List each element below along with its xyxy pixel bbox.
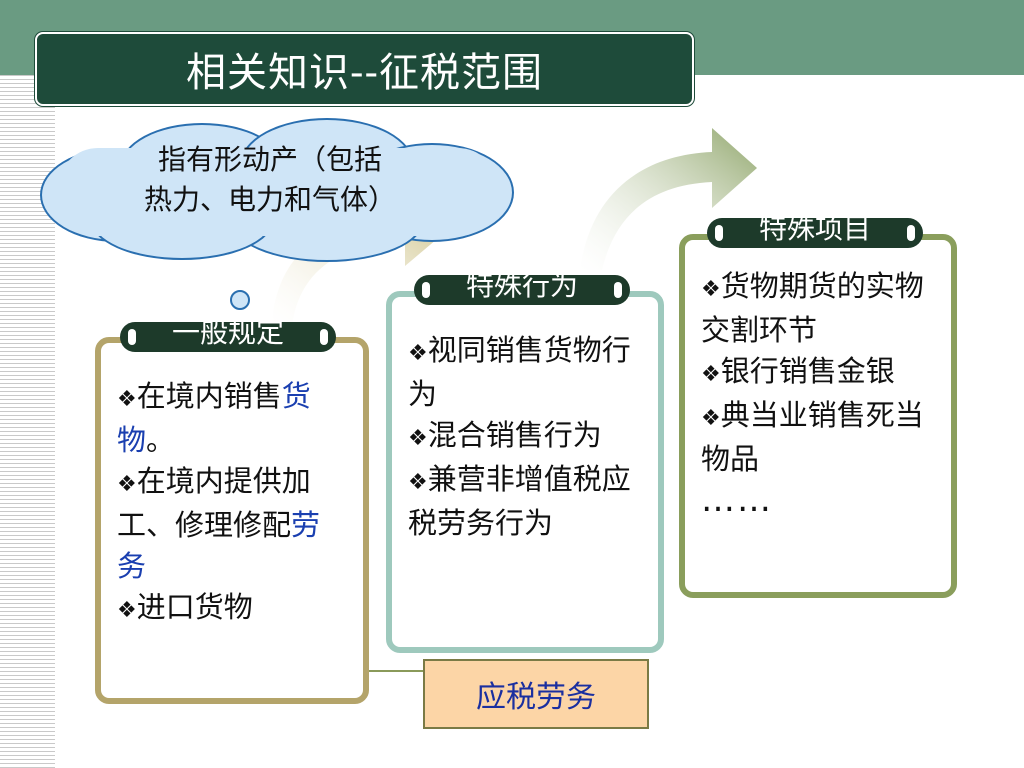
label-special-items: 特殊项目	[707, 218, 923, 248]
label-cap	[320, 329, 328, 345]
diamond-bullet-icon: ❖	[408, 470, 428, 495]
cloud-callout: 指有形动产（包括 热力、电力和气体）	[30, 118, 520, 262]
item-text: 混合销售行为	[427, 418, 602, 452]
item-text: 银行销售金银	[720, 354, 895, 388]
diamond-bullet-icon: ❖	[408, 426, 428, 451]
special-items-list: ❖货物期货的实物交割环节 ❖银行销售金银 ❖典当业销售死当物品 ……	[701, 266, 926, 521]
list-item: ❖在境内提供加工、修理修配劳务	[117, 461, 337, 587]
cloud-line-2: 热力、电力和气体）	[143, 183, 396, 216]
cloud-fill	[58, 148, 498, 236]
label-text: 一般规定	[171, 322, 284, 349]
cloud-text: 指有形动产（包括 热力、电力和气体）	[120, 140, 420, 220]
label-text: 特殊行为	[465, 275, 578, 302]
label-cap	[907, 225, 915, 241]
list-item: ❖货物期货的实物交割环节	[701, 266, 926, 351]
diamond-bullet-icon: ❖	[117, 387, 137, 412]
label-cap	[715, 225, 723, 241]
list-item: ❖在境内销售货物。	[117, 376, 337, 461]
diamond-bullet-icon: ❖	[117, 598, 137, 623]
thought-bubble-dot	[230, 290, 250, 310]
item-text: 视同销售货物行为	[408, 333, 631, 411]
ellipsis: ……	[701, 480, 773, 520]
label-cap	[614, 282, 622, 298]
item-text: 典当业销售死当物品	[701, 398, 924, 476]
special-behaviors-list: ❖视同销售货物行为 ❖混合销售行为 ❖兼营非增值税应税劳务行为	[408, 330, 633, 544]
label-general-rules: 一般规定	[120, 322, 336, 352]
list-item: ❖银行销售金银	[701, 351, 926, 395]
general-rules-list: ❖在境内销售货物。 ❖在境内提供加工、修理修配劳务 ❖进口货物	[117, 376, 337, 631]
item-text: 在境内销售	[136, 379, 282, 413]
box-special-behaviors	[386, 291, 664, 653]
diamond-bullet-icon: ❖	[408, 341, 428, 366]
item-suffix: 。	[146, 423, 176, 457]
list-item: ❖兼营非增值税应税劳务行为	[408, 459, 633, 544]
highlight-text: 货物	[117, 379, 311, 457]
diamond-bullet-icon: ❖	[701, 277, 721, 302]
diamond-bullet-icon: ❖	[701, 362, 721, 387]
item-text: 货物期货的实物交割环节	[701, 269, 924, 347]
cloud-line-1: 指有形动产（包括	[157, 143, 382, 176]
diamond-bullet-icon: ❖	[117, 472, 137, 497]
list-item: ❖典当业销售死当物品	[701, 395, 926, 480]
label-special-behaviors: 特殊行为	[414, 275, 630, 305]
box-special-items	[679, 234, 957, 598]
item-text: 兼营非增值税应税劳务行为	[408, 462, 631, 540]
label-cap	[422, 282, 430, 298]
title-bar: 相关知识--征税范围	[35, 32, 694, 106]
label-text: 特殊项目	[758, 218, 871, 245]
highlight-text: 劳务	[117, 508, 321, 583]
label-cap	[128, 329, 136, 345]
curved-arrow-2	[580, 128, 757, 270]
list-item: ❖视同销售货物行为	[408, 330, 633, 415]
item-text: 在境内提供加工、修理修配	[117, 464, 311, 542]
item-text: 进口货物	[136, 590, 253, 624]
diamond-bullet-icon: ❖	[701, 406, 721, 431]
list-item: ❖进口货物	[117, 587, 337, 631]
callout-box: 应税劳务	[423, 659, 649, 729]
list-item: ❖混合销售行为	[408, 415, 633, 459]
slide-title: 相关知识--征税范围	[185, 50, 544, 96]
